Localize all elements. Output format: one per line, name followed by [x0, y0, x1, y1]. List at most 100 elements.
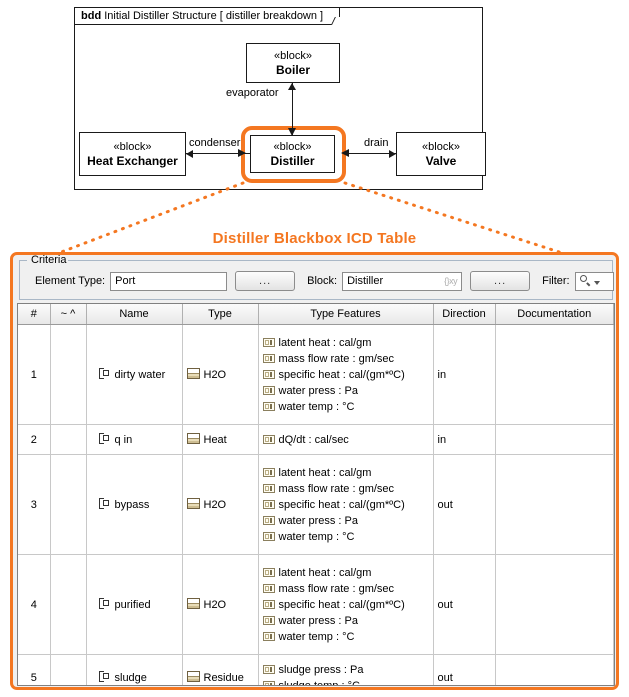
- block-value: Distiller: [347, 275, 384, 287]
- type-feature-item: sludge temp : °C: [262, 678, 429, 685]
- diagram-keyword: bdd: [81, 10, 102, 22]
- edge-label-condenser: condenser: [188, 137, 242, 149]
- cell-type[interactable]: Heat: [182, 424, 259, 455]
- block-input[interactable]: Distiller {}xy: [342, 271, 463, 291]
- port-icon: [98, 433, 111, 444]
- cell-flags[interactable]: [50, 424, 87, 455]
- arrowhead-distiller-left: [238, 149, 246, 157]
- association-line-drain: [346, 153, 396, 155]
- block-stereotype: «block»: [422, 141, 460, 153]
- icd-table-scroll[interactable]: # ~ ^ Name Type Type Features Direction …: [17, 303, 615, 686]
- cell-type-features[interactable]: dQ/dt : cal/sec: [258, 424, 434, 455]
- cell-name[interactable]: bypass: [86, 454, 183, 555]
- arrowhead-to-heat-exchanger: [186, 149, 193, 158]
- cell-name[interactable]: dirty water: [86, 324, 183, 425]
- property-icon: [262, 402, 275, 411]
- block-heat-exchanger[interactable]: «block» Heat Exchanger: [79, 132, 186, 176]
- port-icon: [98, 598, 111, 609]
- col-header-type-features[interactable]: Type Features: [258, 304, 434, 325]
- filter-label: Filter:: [542, 275, 570, 287]
- block-valve[interactable]: «block» Valve: [396, 132, 486, 176]
- cell-type[interactable]: H2O: [182, 454, 259, 555]
- block-browse-button[interactable]: ...: [470, 271, 531, 291]
- cell-flags[interactable]: [50, 324, 87, 425]
- type-feature-item: water press : Pa: [262, 613, 429, 629]
- col-header-number[interactable]: #: [18, 304, 51, 325]
- type-feature-item: water press : Pa: [262, 513, 429, 529]
- cell-flags[interactable]: [50, 654, 87, 685]
- diagram-name: Initial Distiller Structure: [104, 10, 217, 22]
- col-header-documentation[interactable]: Documentation: [495, 304, 614, 325]
- element-type-value: Port: [115, 275, 136, 287]
- property-icon: [262, 500, 275, 509]
- type-label: H2O: [203, 599, 227, 611]
- block-name: Distiller: [270, 154, 315, 168]
- block-name: Boiler: [275, 63, 310, 77]
- type-label: H2O: [203, 369, 227, 381]
- cell-type-features[interactable]: latent heat : cal/gm mass flow rate : gm/…: [258, 324, 434, 425]
- element-type-input[interactable]: Port: [110, 271, 228, 291]
- cell-type[interactable]: H2O: [182, 324, 259, 425]
- cell-documentation[interactable]: [495, 454, 614, 555]
- property-icon: [262, 386, 275, 395]
- col-header-direction[interactable]: Direction: [433, 304, 496, 325]
- cell-documentation[interactable]: [495, 324, 614, 425]
- cell-name[interactable]: q in: [86, 424, 183, 455]
- diagram-frame-header: bdd Initial Distiller Structure [ distil…: [74, 7, 345, 25]
- cell-number: 3: [18, 454, 51, 555]
- type-feature-label: water press : Pa: [278, 614, 358, 627]
- type-feature-label: mass flow rate : gm/sec: [278, 582, 395, 595]
- cell-type[interactable]: Residue: [182, 654, 259, 685]
- filter-input[interactable]: [574, 271, 614, 291]
- cell-type[interactable]: H2O: [182, 554, 259, 655]
- property-icon: [262, 632, 275, 641]
- type-feature-label: water temp : °C: [278, 630, 355, 643]
- cell-name[interactable]: sludge: [86, 654, 183, 685]
- association-line-evaporator: [292, 83, 294, 135]
- type-feature-label: mass flow rate : gm/sec: [278, 482, 395, 495]
- element-type-browse-button[interactable]: ...: [235, 271, 296, 291]
- cell-flags[interactable]: [50, 554, 87, 655]
- cell-direction[interactable]: in: [433, 324, 496, 425]
- property-icon: [262, 568, 275, 577]
- type-feature-item: specific heat : cal/(gm*ºC): [262, 497, 429, 513]
- cell-documentation[interactable]: [495, 424, 614, 455]
- block-distiller[interactable]: «block» Distiller: [250, 135, 335, 173]
- cell-documentation[interactable]: [495, 554, 614, 655]
- col-header-name[interactable]: Name: [86, 304, 183, 325]
- value-type-icon: [186, 671, 200, 682]
- arrowhead-to-boiler: [288, 83, 296, 90]
- block-boiler[interactable]: «block» Boiler: [246, 43, 340, 83]
- type-feature-item: water press : Pa: [262, 383, 429, 399]
- cell-direction[interactable]: in: [433, 424, 496, 455]
- search-icon: [579, 275, 592, 287]
- col-header-flags[interactable]: ~ ^: [50, 304, 87, 325]
- cell-name[interactable]: purified: [86, 554, 183, 655]
- cell-documentation[interactable]: [495, 654, 614, 685]
- port-name-label: sludge: [114, 672, 147, 684]
- cell-direction[interactable]: out: [433, 554, 496, 655]
- arrowhead-distiller-top: [288, 128, 296, 136]
- property-icon: [262, 532, 275, 541]
- col-header-type[interactable]: Type: [182, 304, 259, 325]
- cell-direction[interactable]: out: [433, 454, 496, 555]
- icd-table-panel: Criteria Element Type: Port ... Block: D…: [10, 252, 619, 690]
- type-feature-label: latent heat : cal/gm: [278, 336, 372, 349]
- chevron-down-icon[interactable]: [593, 281, 600, 285]
- type-feature-item: sludge press : Pa: [262, 662, 429, 678]
- cell-flags[interactable]: [50, 454, 87, 555]
- type-feature-item: mass flow rate : gm/sec: [262, 351, 429, 367]
- edge-label-drain: drain: [363, 137, 390, 149]
- value-type-icon: [186, 498, 200, 509]
- edge-label-evaporator: evaporator: [225, 87, 280, 99]
- cell-direction[interactable]: out: [433, 654, 496, 685]
- property-icon: [262, 435, 275, 444]
